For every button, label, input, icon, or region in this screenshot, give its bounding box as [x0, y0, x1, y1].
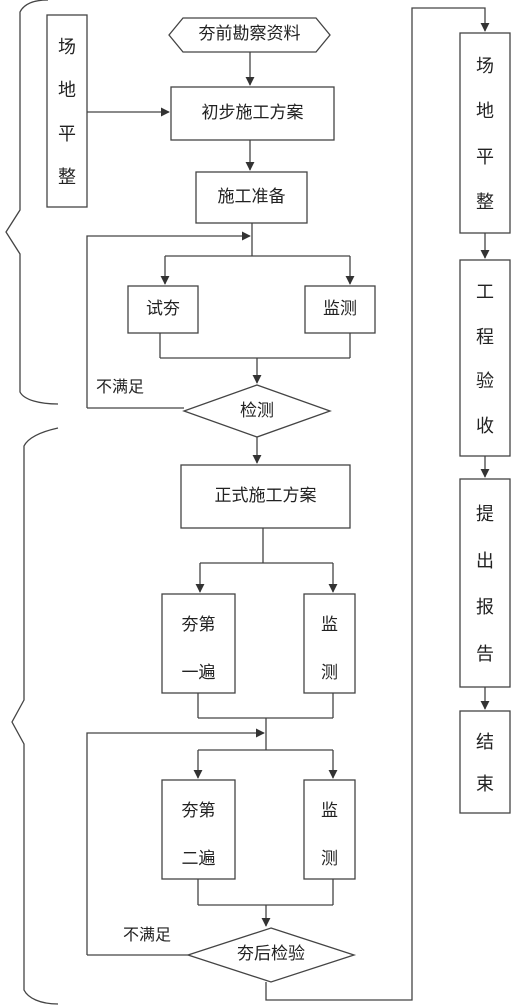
- accept-char-1: 工: [476, 282, 494, 304]
- prep-label: 施工准备: [217, 187, 286, 207]
- start-label: 夯前勘察资料: [198, 24, 301, 44]
- final-check-label: 夯后检验: [237, 944, 305, 964]
- site-right-char-2: 地: [476, 101, 494, 123]
- end-char-1: 结: [476, 731, 494, 753]
- report-char-2: 出: [476, 550, 494, 572]
- monitor-box-2: [303, 593, 356, 694]
- pass2-line-1: 夯第: [181, 801, 216, 821]
- monitor-3-char-2: 测: [321, 849, 338, 870]
- initial-plan-label: 初步施工方案: [201, 103, 304, 123]
- site-right-char-3: 平: [476, 146, 494, 168]
- not-met-label-1: 不满足: [96, 377, 145, 396]
- pass2-line-2: 二遍: [181, 849, 216, 870]
- site-right-char-1: 场: [476, 56, 494, 78]
- inspect-label: 检测: [240, 401, 274, 421]
- accept-char-4: 收: [476, 415, 494, 437]
- pass2-label: 夯第 二遍: [162, 800, 235, 870]
- brace-top: [5, 0, 59, 405]
- monitor-2-char-1: 监: [321, 615, 338, 635]
- brace-bottom: [11, 427, 59, 1005]
- report-label: 提 出 报 告: [460, 479, 510, 687]
- accept-char-3: 验: [476, 371, 494, 393]
- pass1-line-1: 夯第: [181, 615, 216, 635]
- monitor-box-3: [303, 779, 356, 880]
- report-char-1: 提: [476, 503, 494, 525]
- formal-plan-label: 正式施工方案: [214, 486, 317, 506]
- monitor-2-char-2: 测: [321, 663, 338, 684]
- monitor-2-label: 监 测: [304, 614, 355, 684]
- site-leveling-right-label: 场 地 平 整: [460, 33, 510, 233]
- pass1-line-2: 一遍: [181, 663, 216, 684]
- accept-char-2: 程: [476, 326, 494, 348]
- monitor-box-1: [304, 285, 376, 334]
- monitor-3-label: 监 测: [304, 800, 355, 870]
- start-hexagon: [168, 17, 331, 53]
- site-leveling-left-label: 场 地 平 整: [47, 15, 87, 207]
- trial-box: [127, 285, 199, 334]
- final-check-diamond: [185, 927, 357, 983]
- report-char-3: 报: [476, 597, 494, 619]
- site-leveling-box-left: [46, 14, 88, 208]
- pass1-label: 夯第 一遍: [162, 614, 235, 684]
- monitor-1-label: 监测: [323, 299, 357, 319]
- initial-plan-box: [170, 86, 335, 141]
- site-left-char-4: 整: [58, 167, 76, 189]
- formal-plan-box: [180, 464, 351, 529]
- acceptance-label: 工 程 验 收: [460, 260, 510, 456]
- trial-label: 试夯: [146, 299, 180, 319]
- site-left-char-3: 平: [58, 123, 76, 145]
- not-met-label-2: 不满足: [123, 925, 172, 944]
- report-char-4: 告: [476, 644, 494, 666]
- monitor-3-char-1: 监: [321, 801, 338, 821]
- end-label: 结 束: [460, 711, 510, 813]
- site-right-char-4: 整: [476, 191, 494, 213]
- site-left-char-2: 地: [58, 80, 76, 102]
- end-char-2: 束: [476, 774, 494, 796]
- site-left-char-1: 场: [58, 36, 76, 58]
- end-box: [459, 710, 511, 814]
